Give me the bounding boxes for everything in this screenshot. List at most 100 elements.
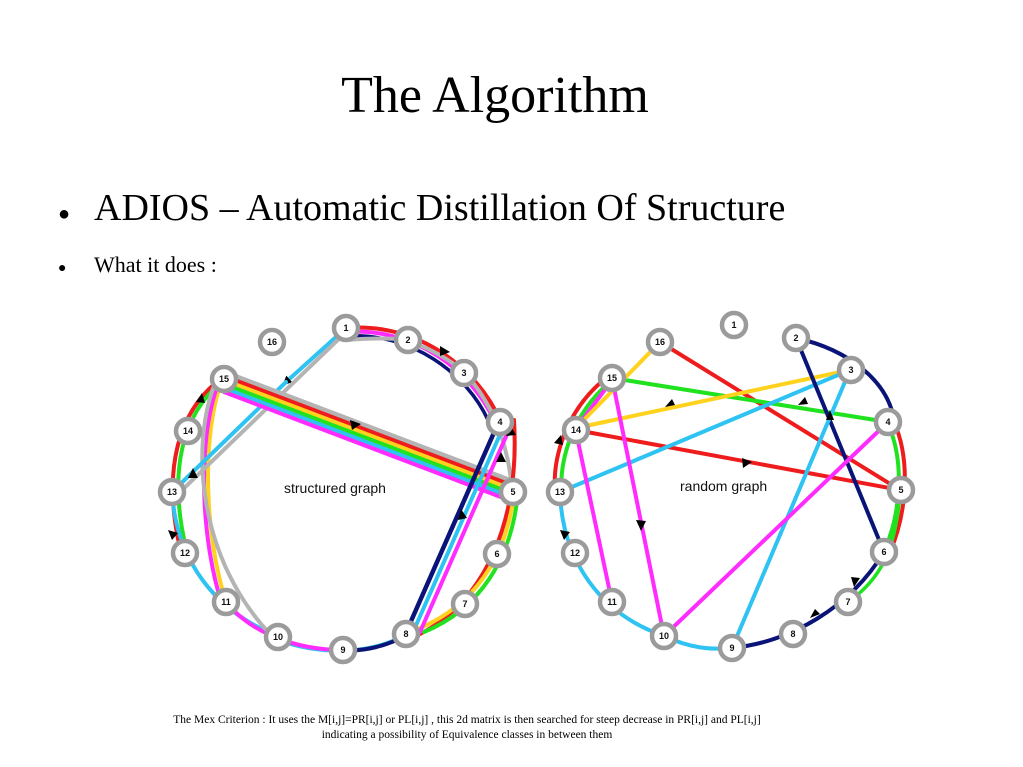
- bullet-what-it-does: ● What it does :: [58, 252, 217, 278]
- bullet-adios: ● ADIOS – Automatic Distillation Of Stru…: [58, 186, 785, 230]
- node-12: 12: [560, 538, 590, 568]
- edge-3-13-cyan: [558, 368, 852, 494]
- svg-text:1: 1: [343, 323, 348, 333]
- edge-15-5-red: [222, 374, 516, 488]
- node-2: 2: [393, 325, 423, 355]
- svg-text:12: 12: [180, 548, 190, 558]
- svg-text:6: 6: [881, 547, 886, 557]
- bullet-marker: ●: [58, 261, 67, 276]
- node-7: 7: [833, 587, 863, 617]
- node-15: 15: [209, 364, 239, 394]
- edge-15-10-gray: [200, 384, 272, 636]
- svg-text:3: 3: [461, 368, 466, 378]
- arrow-head: [440, 346, 450, 356]
- arrow-head: [742, 458, 752, 468]
- svg-text:16: 16: [655, 337, 665, 347]
- arrow-head: [665, 399, 675, 407]
- arrow-head: [168, 530, 178, 540]
- random-graph-label: random graph: [680, 478, 767, 494]
- node-1: 1: [331, 313, 361, 343]
- svg-text:14: 14: [183, 426, 193, 436]
- edge-15-11-yellow: [206, 378, 228, 604]
- svg-text:5: 5: [510, 487, 515, 497]
- edge-15-5-magenta: [222, 390, 516, 504]
- random-graph: 1 2 3 4 5 6 7 8 9 10 11 12 13 14 15 16 r…: [545, 310, 916, 663]
- svg-text:16: 16: [267, 337, 277, 347]
- node-14: 14: [173, 416, 203, 446]
- edge-8-4-magenta: [418, 430, 510, 634]
- svg-text:10: 10: [659, 631, 669, 641]
- arrow-head: [851, 577, 860, 587]
- arrow-head: [554, 435, 563, 445]
- edge-arc-13-10: [558, 490, 666, 638]
- svg-text:1: 1: [731, 320, 736, 330]
- edge-2-6-navy: [794, 336, 886, 554]
- edge-14-11-magenta: [574, 430, 614, 604]
- svg-text:6: 6: [494, 549, 499, 559]
- node-8: 8: [391, 619, 421, 649]
- node-6: 6: [482, 539, 512, 569]
- arrow-head: [560, 530, 570, 540]
- node-15: 15: [597, 363, 627, 393]
- arrow-head: [496, 452, 506, 462]
- node-1: 1: [719, 310, 749, 340]
- node-16: 16: [645, 327, 675, 357]
- svg-text:5: 5: [898, 485, 903, 495]
- edge-15-10-magenta: [610, 376, 666, 638]
- node-13: 13: [157, 477, 187, 507]
- caption-line-1: The Mex Criterion : It uses the M[i,j]=P…: [173, 714, 761, 726]
- arrow-head: [826, 410, 834, 420]
- svg-text:8: 8: [790, 629, 795, 639]
- node-6: 6: [869, 537, 899, 567]
- arrow-head: [188, 468, 198, 478]
- arrow-head: [810, 609, 820, 618]
- bullet-text: What it does :: [94, 252, 217, 277]
- svg-text:9: 9: [729, 643, 734, 653]
- svg-text:15: 15: [607, 373, 617, 383]
- svg-text:11: 11: [221, 597, 231, 607]
- edge-arc-1-4: [344, 334, 490, 422]
- edge-15-5-green: [222, 382, 516, 496]
- node-3: 3: [836, 355, 866, 385]
- node-13: 13: [545, 477, 575, 507]
- caption-line-2: indicating a possibility of Equivalence …: [321, 729, 613, 741]
- svg-text:10: 10: [273, 632, 283, 642]
- edge-15-5-cyan: [222, 386, 516, 500]
- svg-text:12: 12: [570, 548, 580, 558]
- node-5: 5: [498, 477, 528, 507]
- svg-text:7: 7: [462, 599, 467, 609]
- edge-1-13-gray: [176, 330, 348, 496]
- svg-text:14: 14: [571, 425, 581, 435]
- edge-14-5-red: [574, 428, 902, 492]
- node-11: 11: [597, 587, 627, 617]
- node-4: 4: [485, 407, 515, 437]
- node-2: 2: [781, 323, 811, 353]
- edge-8-4-navy: [405, 425, 499, 631]
- node-7: 7: [450, 589, 480, 619]
- node-11: 11: [211, 587, 241, 617]
- node-16: 16: [257, 327, 287, 357]
- node-9: 9: [717, 633, 747, 663]
- svg-text:9: 9: [340, 645, 345, 655]
- svg-text:4: 4: [497, 417, 502, 427]
- arrow-head: [798, 397, 808, 405]
- svg-text:15: 15: [219, 374, 229, 384]
- node-12: 12: [170, 538, 200, 568]
- edge-15-5-yellow: [222, 378, 516, 492]
- caption: The Mex Criterion : It uses the M[i,j]=P…: [112, 713, 822, 743]
- svg-text:8: 8: [403, 629, 408, 639]
- node-9: 9: [328, 635, 358, 665]
- arrow-head: [636, 520, 646, 531]
- arrow-head: [196, 393, 205, 403]
- edge-arc-5-8: [422, 490, 520, 634]
- node-14: 14: [561, 415, 591, 445]
- bullet-text: ADIOS – Automatic Distillation Of Struct…: [94, 187, 786, 229]
- structured-graph: 1 2 3 4 5 6 7 8 9 10 11 12 13 14 15 16 s…: [157, 313, 528, 665]
- edge-15-4-green: [610, 376, 890, 424]
- svg-text:3: 3: [848, 365, 853, 375]
- svg-text:4: 4: [885, 417, 890, 427]
- node-4: 4: [873, 407, 903, 437]
- edge-arc-5-8: [418, 492, 516, 630]
- svg-text:2: 2: [793, 333, 798, 343]
